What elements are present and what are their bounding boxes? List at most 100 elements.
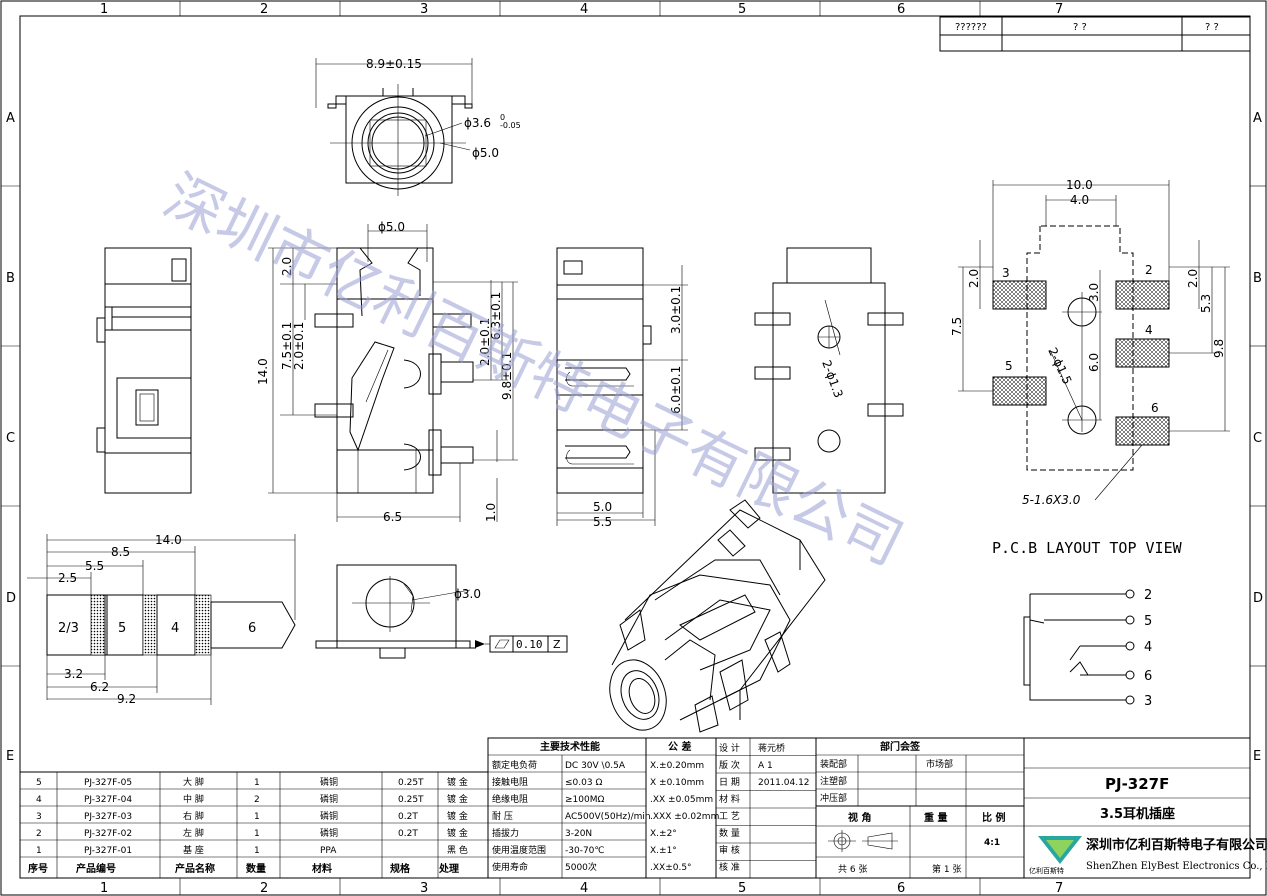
part-number: PJ-327F (1105, 775, 1169, 793)
col-label-4b: 4 (580, 881, 588, 896)
pin-2: 2 (1144, 588, 1152, 603)
pcb-title: P.C.B LAYOUT TOP VIEW (992, 539, 1183, 557)
dim-pcb-53: 5.3 (1199, 294, 1213, 313)
company-name-en: ShenZhen ElyBest Electronics Co., Ltd (1086, 861, 1267, 872)
bom-cell: 0.25T (398, 778, 424, 788)
tolerance-value: .XX ±0.05mm (650, 795, 713, 805)
pcb-layout: 3 2 4 5 6 10.0 4.0 2.0 7.5 2.0 5.3 9.8 3… (950, 178, 1230, 557)
bom-cell: 磷铜 (320, 810, 338, 822)
dim-mid-50: 5.0 (593, 500, 612, 514)
spec-value: AC500V(50Hz)/min (565, 812, 651, 822)
spec-label: 接触电阻 (492, 776, 528, 788)
bom-cell: 黑 色 (447, 844, 468, 856)
bom-cell: 基 座 (183, 844, 204, 856)
revision-block: ?????? ? ? ? ? (939, 16, 1251, 52)
bom-cell: 左 脚 (183, 827, 204, 839)
tolerance-value: X.±1° (650, 846, 677, 856)
bom-cell: 镀 金 (447, 810, 468, 822)
bom-cell: 镀 金 (447, 776, 468, 788)
approval-label: 核 准 (719, 861, 740, 873)
dim-side-140: 14.0 (256, 358, 270, 385)
dim-pcb-2d15: 2-ϕ1.5 (1045, 345, 1074, 386)
col-label-5b: 5 (738, 881, 746, 896)
dim-pcb-98: 9.8 (1212, 339, 1226, 358)
col-label-2b: 2 (260, 881, 268, 896)
dim-pcb-75: 7.5 (950, 317, 964, 336)
scale-label: 比 例 (982, 811, 1005, 824)
spec-value: ≥100MΩ (565, 795, 604, 805)
dim-plug-140: 14.0 (155, 533, 182, 547)
row-label-e: E (6, 749, 14, 764)
dim-pcb-30: 3.0 (1087, 283, 1101, 302)
dim-side-75: 7.5±0.1 (280, 322, 294, 370)
dim-side-10: 1.0 (484, 503, 498, 522)
bom-cell: PJ-327F-03 (84, 812, 132, 822)
bom-cell: PJ-327F-04 (84, 795, 132, 805)
row-label-a-right: A (1253, 111, 1262, 126)
plug-seg-1: 2/3 (58, 621, 79, 636)
row-label-b-right: B (1253, 271, 1262, 286)
dept-stamping: 冲压部 (820, 792, 847, 804)
col-label-5: 5 (738, 2, 746, 17)
revision-c2: ? ? (1073, 22, 1087, 33)
flatness-datum: Z (553, 638, 561, 651)
row-label-d: D (6, 591, 16, 606)
spec-value: 3-20N (565, 829, 592, 839)
bom-cell: 1 (254, 846, 260, 856)
bom-cell: 5 (36, 778, 42, 788)
sheet-number: 第 1 张 (932, 863, 961, 875)
bom-cell: 右 脚 (183, 810, 204, 822)
bom-header-cell: 序号 (28, 862, 48, 875)
top-view: 8.9±0.15 ϕ3.6 0 -0.05 ϕ5.0 (315, 57, 521, 196)
tolerance-title: 公 差 (668, 740, 691, 753)
col-label-3: 3 (420, 2, 428, 17)
dim-plug-32: 3.2 (64, 667, 83, 681)
approval-value: A 1 (758, 761, 773, 771)
spec-value: -30-70℃ (565, 846, 605, 856)
row-label-c: C (6, 431, 15, 446)
flatness-value: 0.10 (516, 638, 543, 651)
dim-pcb-40: 4.0 (1070, 193, 1089, 207)
pad-6: 6 (1151, 401, 1159, 415)
bom-cell: 1 (36, 846, 42, 856)
pad-5: 5 (1005, 359, 1013, 373)
dim-side-20: 2.0 (280, 257, 294, 276)
dim-plug-25: 2.5 (58, 571, 77, 585)
bom-cell: 1 (254, 778, 260, 788)
plug-seg-3: 4 (171, 621, 179, 636)
bom-cell: PPA (320, 846, 337, 856)
isometric-view (609, 499, 826, 733)
approval-value: 蒋元桥 (758, 742, 785, 754)
frame-labels: 1 2 3 4 5 6 7 1 2 3 4 5 6 7 A B C D E A … (6, 2, 1263, 896)
dept-molding: 注塑部 (820, 775, 847, 787)
bom-cell: PJ-327F-05 (84, 778, 132, 788)
scale-value: 4:1 (984, 838, 1000, 848)
revision-c1: ?????? (955, 22, 987, 33)
logo-text: 亿利百斯特 (1029, 866, 1064, 875)
spec-value: DC 30V \0.5A (565, 761, 626, 771)
bom-header-cell: 数量 (246, 862, 266, 875)
bom-cell: 镀 金 (447, 827, 468, 839)
row-label-d-right: D (1253, 591, 1263, 606)
dept-title: 部门会签 (880, 740, 921, 753)
approval-label: 审 核 (719, 844, 740, 856)
col-label-7: 7 (1055, 2, 1063, 17)
dim-mid-60: 6.0±0.1 (669, 366, 683, 414)
approval-label: 日 期 (719, 777, 740, 788)
bom-cell: 2 (36, 829, 42, 839)
bom-cell: 0.2T (398, 812, 418, 822)
bom-cell: 磷铜 (320, 793, 338, 805)
part-name: 3.5耳机插座 (1100, 806, 1175, 822)
bom-cell: 0.2T (398, 829, 418, 839)
row-label-e-right: E (1253, 749, 1261, 764)
col-label-6b: 6 (897, 881, 905, 896)
bom-cell: 0.25T (398, 795, 424, 805)
dim-top-d36-tol-dn: -0.05 (500, 121, 521, 130)
approval-label: 材 料 (719, 793, 740, 805)
bom-cell: 磷铜 (320, 776, 338, 788)
pin-6: 6 (1144, 669, 1152, 684)
col-label-3b: 3 (420, 881, 428, 896)
dim-side-98: 9.8±0.1 (500, 352, 514, 400)
